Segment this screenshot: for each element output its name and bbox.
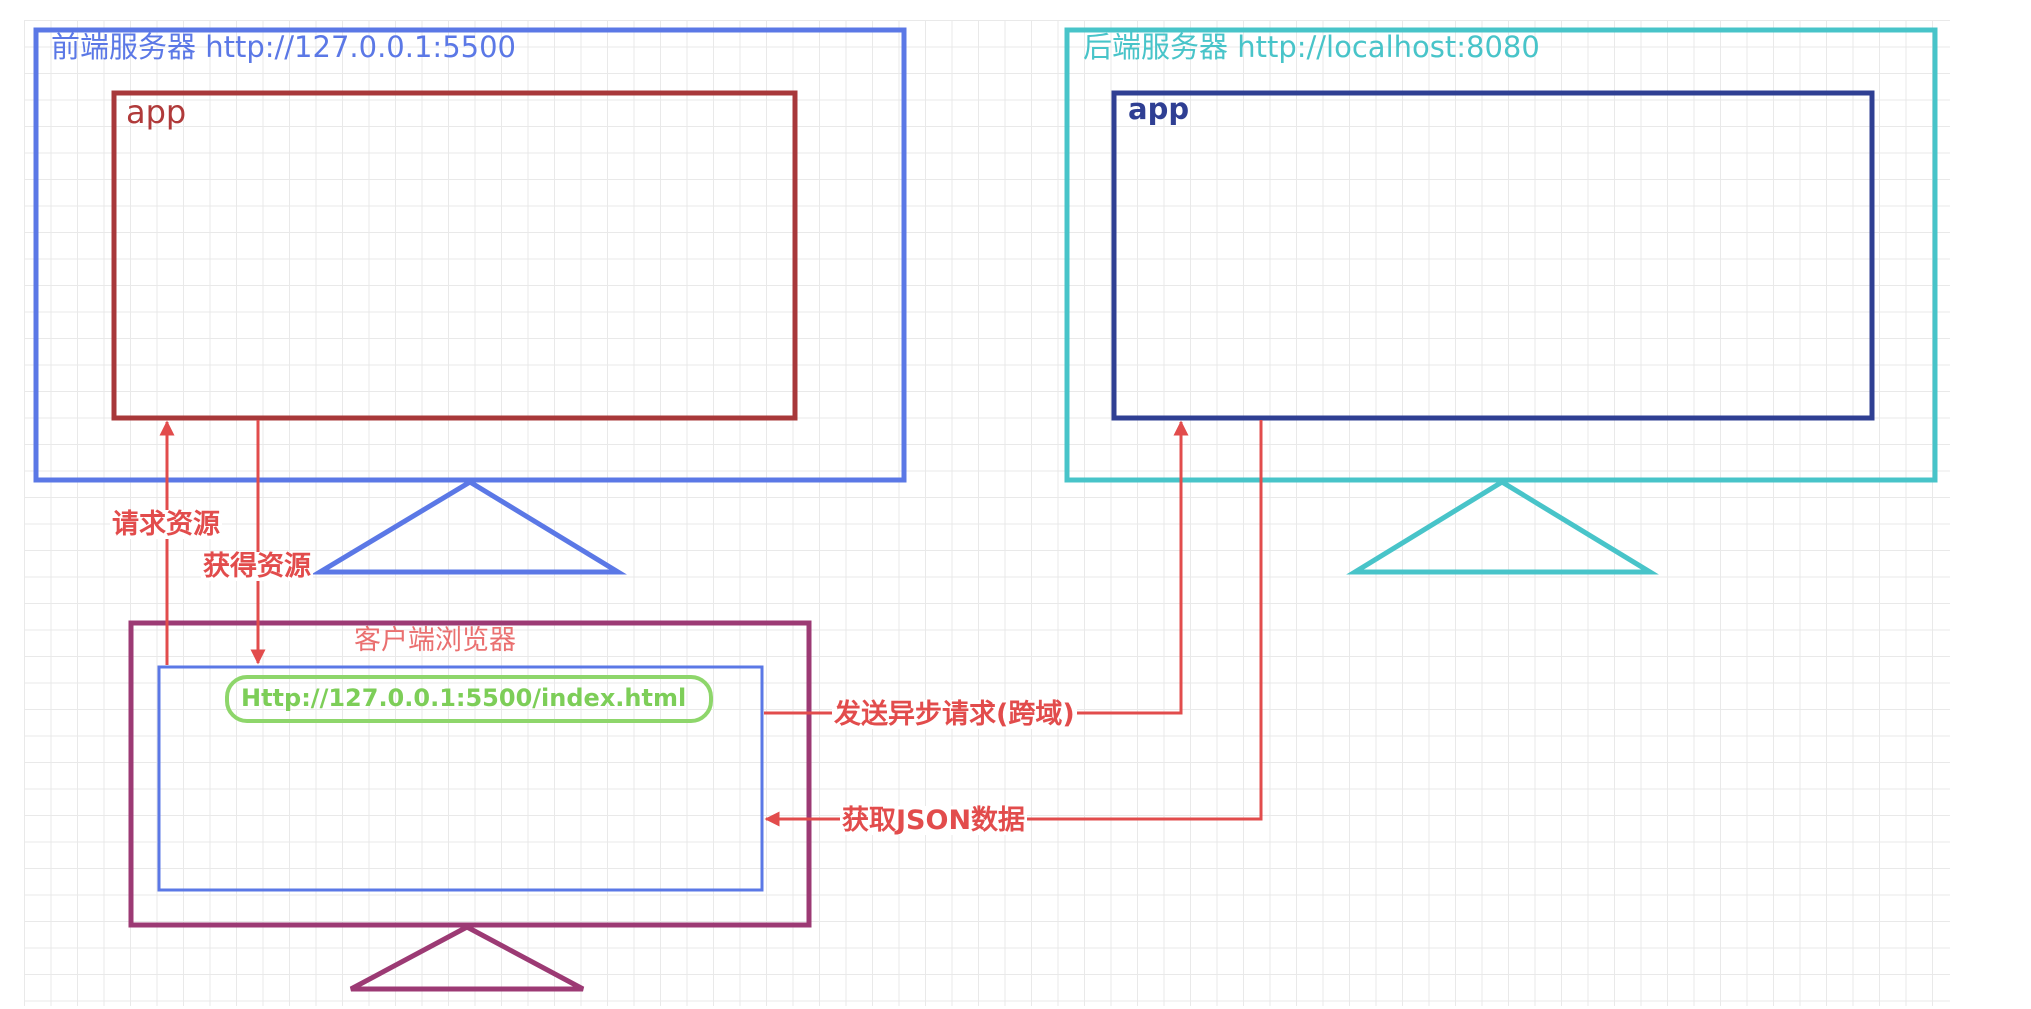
client-browser-stand xyxy=(349,924,585,992)
client-browser-title: 客户端浏览器 xyxy=(354,625,516,656)
backend-server-stand xyxy=(1346,479,1659,575)
frontend-app-box xyxy=(111,90,798,421)
client-browser-frame xyxy=(128,620,812,928)
backend-app-box xyxy=(1111,90,1875,421)
browser-viewport xyxy=(157,665,764,892)
url-pill xyxy=(225,675,713,723)
async-request-label: 发送异步请求(跨域) xyxy=(832,699,1077,730)
receive-json-label: 获取JSON数据 xyxy=(840,805,1028,836)
backend-server-title: 后端服务器 http://localhost:8080 xyxy=(1083,30,1540,64)
url-text: Http://127.0.0.1:5500/index.html xyxy=(241,684,687,712)
request-resource-label: 请求资源 xyxy=(110,509,222,540)
receive-resource-label: 获得资源 xyxy=(201,551,313,582)
frontend-server-title: 前端服务器 http://127.0.0.1:5500 xyxy=(51,30,516,64)
backend-server-frame xyxy=(1064,27,1938,483)
backend-app-label: app xyxy=(1128,92,1190,126)
frontend-server-stand xyxy=(310,479,627,575)
frontend-app-label: app xyxy=(126,93,187,131)
background-grid xyxy=(24,20,1950,1006)
async-request-arrow xyxy=(764,420,1189,715)
